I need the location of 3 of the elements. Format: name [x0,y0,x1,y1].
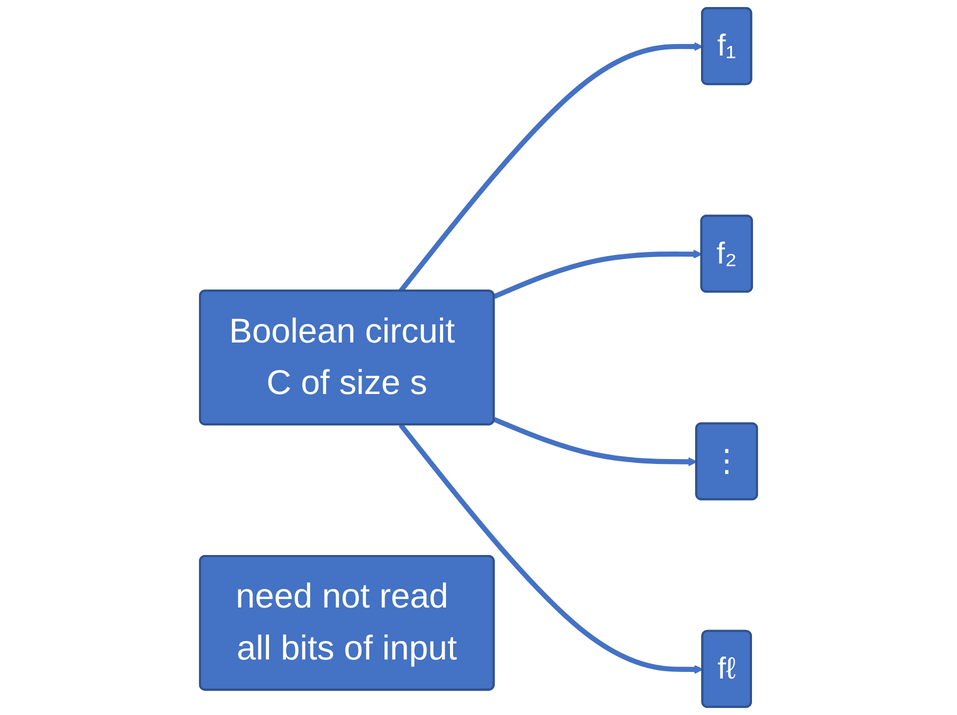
arrow [493,417,698,466]
arrow [398,423,704,674]
arrow [493,250,702,299]
